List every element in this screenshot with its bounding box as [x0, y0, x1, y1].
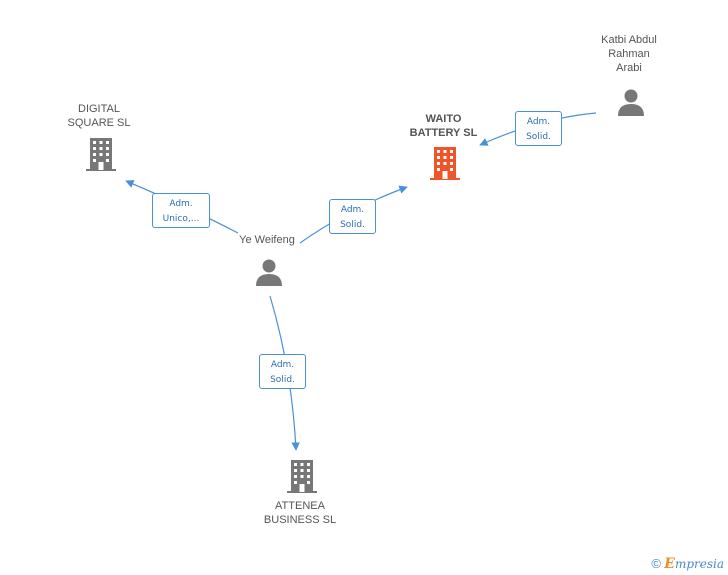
- edge-label-line: Solid.: [340, 220, 365, 230]
- edge-label-line: Adm.: [270, 360, 295, 370]
- edge-label-line: Adm.: [169, 199, 193, 209]
- edge-label-line: Solid.: [270, 375, 295, 385]
- edge-label-line: Unico,...: [162, 214, 200, 224]
- person-icon[interactable]: [618, 89, 644, 117]
- brand-logo-initial: E: [664, 556, 675, 572]
- building-icon[interactable]: [287, 460, 317, 493]
- node-label-attenea-business[interactable]: ATTENEA BUSINESS SL: [263, 500, 337, 526]
- edge-label-line: Adm.: [526, 117, 551, 127]
- edge-label-line: Adm.: [340, 205, 365, 215]
- edge-label-ye-waito[interactable]: Adm. Solid.: [329, 199, 376, 234]
- node-label-ye-weifeng[interactable]: Ye Weifeng: [239, 234, 295, 246]
- edge-label-ye-digital[interactable]: Adm. Unico,...: [152, 193, 210, 228]
- node-label-katbi[interactable]: Katbi Abdul Rahman Arabi: [601, 34, 657, 74]
- footer-brand: © Empresia: [651, 556, 724, 572]
- node-label-waito-battery[interactable]: WAITO BATTERY SL: [409, 113, 478, 139]
- node-label-digital-square[interactable]: DIGITAL SQUARE SL: [67, 103, 131, 129]
- edge-label-katbi-waito[interactable]: Adm. Solid.: [515, 111, 562, 146]
- building-icon[interactable]: [86, 138, 116, 171]
- edge-label-line: Solid.: [526, 132, 551, 142]
- building-icon-focus[interactable]: [430, 147, 460, 180]
- brand-logo-text: mpresia: [674, 557, 724, 571]
- edge-label-ye-attenea[interactable]: Adm. Solid.: [259, 354, 306, 389]
- person-icon[interactable]: [256, 259, 282, 287]
- copyright-symbol: ©: [651, 556, 661, 571]
